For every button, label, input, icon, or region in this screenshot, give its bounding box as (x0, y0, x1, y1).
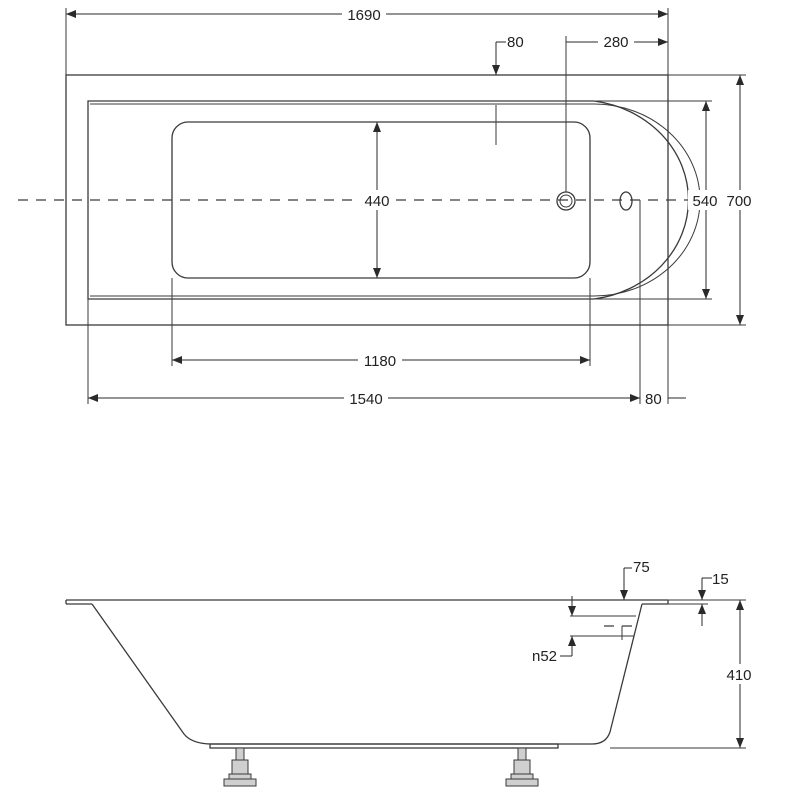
overflow-oval (619, 191, 633, 211)
overflow-label: n52 (532, 648, 557, 665)
inner-width-label: 540 (692, 193, 717, 210)
bottom-width-label: 440 (364, 193, 389, 210)
dimension-drain-offset: 280 (565, 32, 668, 192)
dimension-rim-thickness: 15 (668, 571, 746, 626)
overall-width-label: 700 (726, 193, 751, 210)
dimension-bottom-length: 1180 (171, 278, 591, 370)
dimension-overall-width: 700 (668, 74, 756, 326)
dimension-overall-length: 1690 (65, 4, 669, 75)
bottom-length-label: 1180 (364, 353, 396, 370)
dimension-inner-width: 540 (596, 100, 722, 300)
rim-end-label: 80 (645, 391, 662, 408)
dimension-rim-step: 75 (620, 559, 650, 600)
dimension-inner-length: 1540 80 (87, 200, 686, 408)
rim-offset-label: 80 (507, 34, 524, 51)
inner-length-label: 1540 (349, 391, 382, 408)
dimension-bottom-width: 440 (360, 122, 394, 278)
dimension-overflow: n52 (532, 596, 576, 665)
height-label: 410 (726, 667, 751, 684)
tub-body-outline (91, 603, 643, 745)
dimension-height: 410 (610, 600, 756, 749)
rim-thickness-label: 15 (712, 571, 729, 588)
left-foot (223, 747, 257, 787)
side-view (65, 599, 669, 749)
dimension-rim-offset: 80 (492, 34, 524, 75)
base-plate (209, 743, 559, 749)
right-foot (505, 747, 539, 787)
drain-offset-label: 280 (603, 34, 628, 51)
overall-length-label: 1690 (347, 7, 380, 24)
top-view (18, 74, 701, 326)
rim-step-label: 75 (633, 559, 650, 576)
drain-inner-circle (559, 194, 573, 208)
